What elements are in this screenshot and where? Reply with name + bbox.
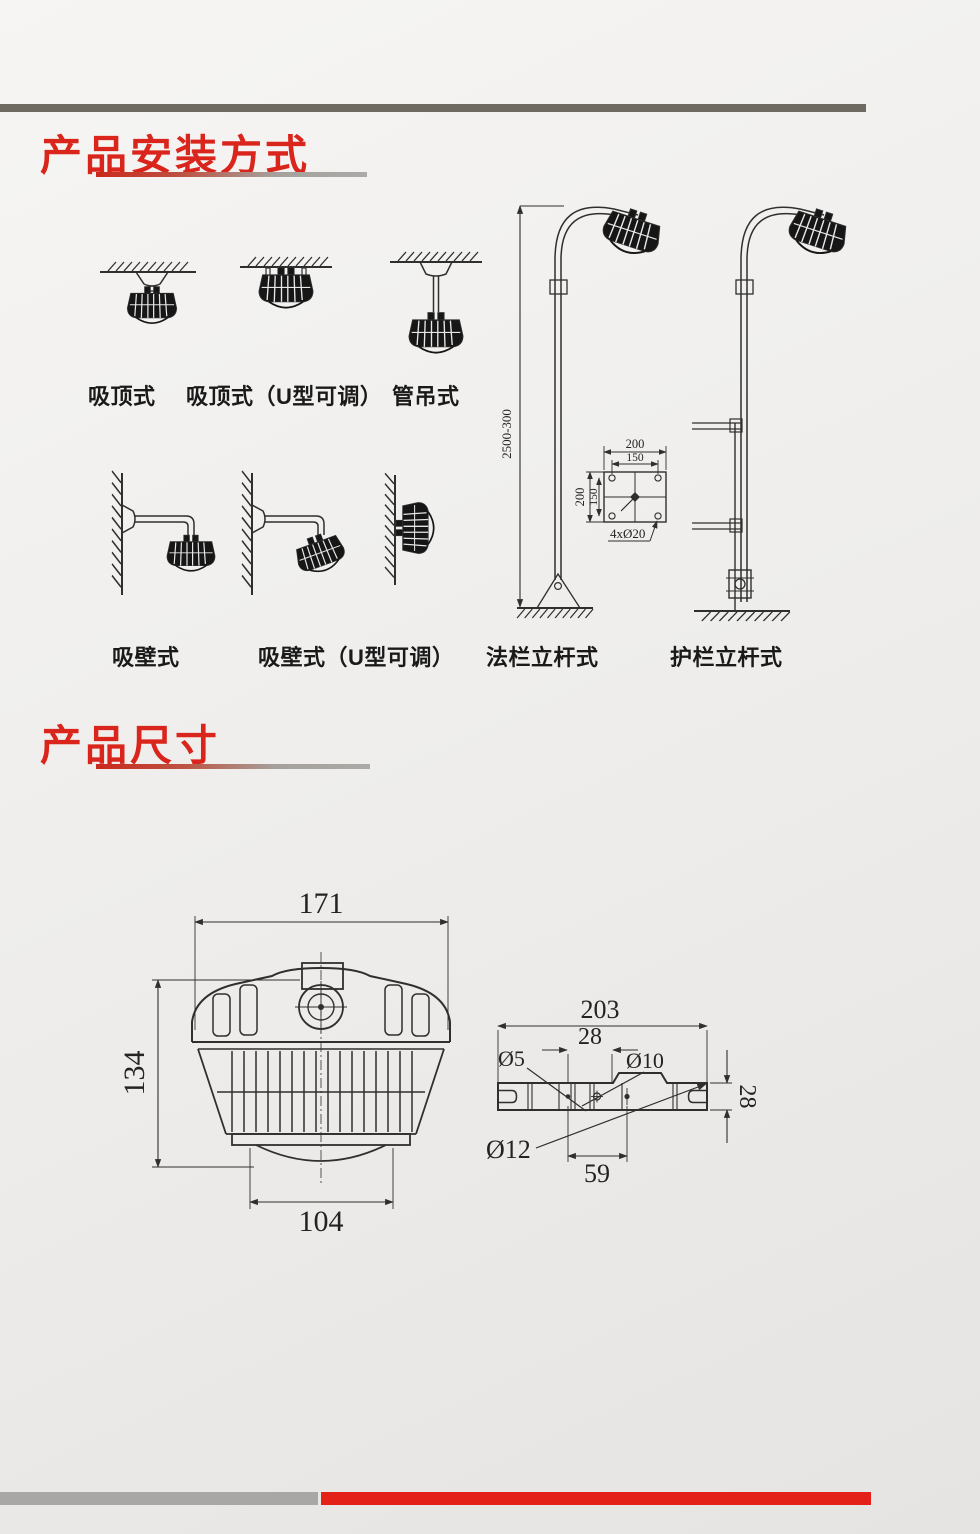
dim-front-height: 134	[120, 1051, 151, 1096]
dim-bracket-height: 28	[734, 1085, 760, 1109]
dim-bracket-center-width: 28	[578, 1024, 602, 1050]
title-underline-installation	[96, 172, 367, 177]
lamp-icon	[126, 285, 178, 324]
section-title-dimensions: 产品尺寸	[40, 722, 221, 769]
label-guardrail-pole: 护栏立杆式	[670, 645, 783, 670]
label-wall-mount: 吸壁式	[112, 645, 180, 670]
diagram-wall-mount-u	[241, 470, 350, 595]
ceiling-hatch	[397, 251, 479, 262]
dim-flange-hole-spacing-v: 150	[588, 488, 600, 506]
label-ceiling-mount-u: 吸顶式（U型可调）	[186, 384, 383, 409]
ceiling-hatch	[247, 256, 329, 267]
lamp-icon	[395, 501, 435, 555]
diagram-flange-pole: 2500-300	[499, 201, 667, 619]
ceiling-hatch	[107, 261, 189, 272]
lamp-icon	[408, 311, 464, 354]
footer-bar-red	[321, 1492, 871, 1505]
label-ceiling-mount: 吸顶式	[88, 384, 156, 409]
diagram-wall-mount	[111, 470, 216, 595]
wall-hatch	[111, 470, 122, 589]
dim-bracket-hole-medium: Ø10	[626, 1048, 664, 1073]
diagram-pipe-pendant-mount	[390, 251, 482, 354]
dim-front-width: 171	[299, 887, 344, 920]
diagram-ceiling-mount	[100, 261, 196, 324]
dim-flange-width: 200	[626, 437, 645, 451]
footer-bar-gray	[0, 1492, 318, 1505]
label-pipe-pendant-mount: 管吊式	[392, 384, 460, 409]
lamp-icon	[783, 201, 853, 262]
dim-bracket-length: 203	[581, 1000, 620, 1024]
dim-bracket-hole-spacing: 59	[584, 1159, 610, 1188]
label-flange-pole: 法栏立杆式	[486, 645, 599, 670]
wall-hatch	[384, 472, 395, 579]
lamp-icon	[166, 534, 216, 572]
front-view-drawing: 171 134 104	[120, 887, 451, 1238]
ground-hatch	[701, 611, 791, 622]
flange-plate-detail: 200 150 200 150 4xØ20	[573, 437, 667, 542]
diagram-wall-direct-mount	[384, 472, 435, 585]
top-divider-bar	[0, 104, 866, 112]
label-wall-mount-u: 吸壁式（U型可调）	[258, 645, 455, 670]
diagram-guardrail-pole	[692, 201, 853, 622]
lamp-icon	[290, 527, 350, 579]
lamp-icon	[258, 266, 314, 309]
dim-pole-height: 2500-300	[499, 409, 514, 459]
section-title-installation: 产品安装方式	[40, 132, 311, 179]
dim-bracket-hole-large: Ø12	[486, 1135, 531, 1164]
dim-bracket-hole-small: Ø5	[498, 1046, 525, 1071]
bracket-view-drawing: 203 28 Ø5 Ø10 Ø12 59 28	[486, 1000, 760, 1188]
title-underline-dimensions	[96, 764, 370, 769]
wall-hatch	[241, 470, 252, 589]
dim-flange-height: 200	[573, 488, 587, 507]
dim-flange-holes: 4xØ20	[610, 526, 645, 541]
lamp-icon	[597, 201, 667, 262]
dim-front-base-width: 104	[299, 1205, 344, 1238]
ground-hatch	[516, 608, 594, 619]
diagram-ceiling-mount-u	[240, 256, 332, 309]
installation-diagrams: 2500-300 200 150 200 150	[100, 201, 853, 622]
dim-flange-hole-spacing-h: 150	[626, 452, 644, 464]
